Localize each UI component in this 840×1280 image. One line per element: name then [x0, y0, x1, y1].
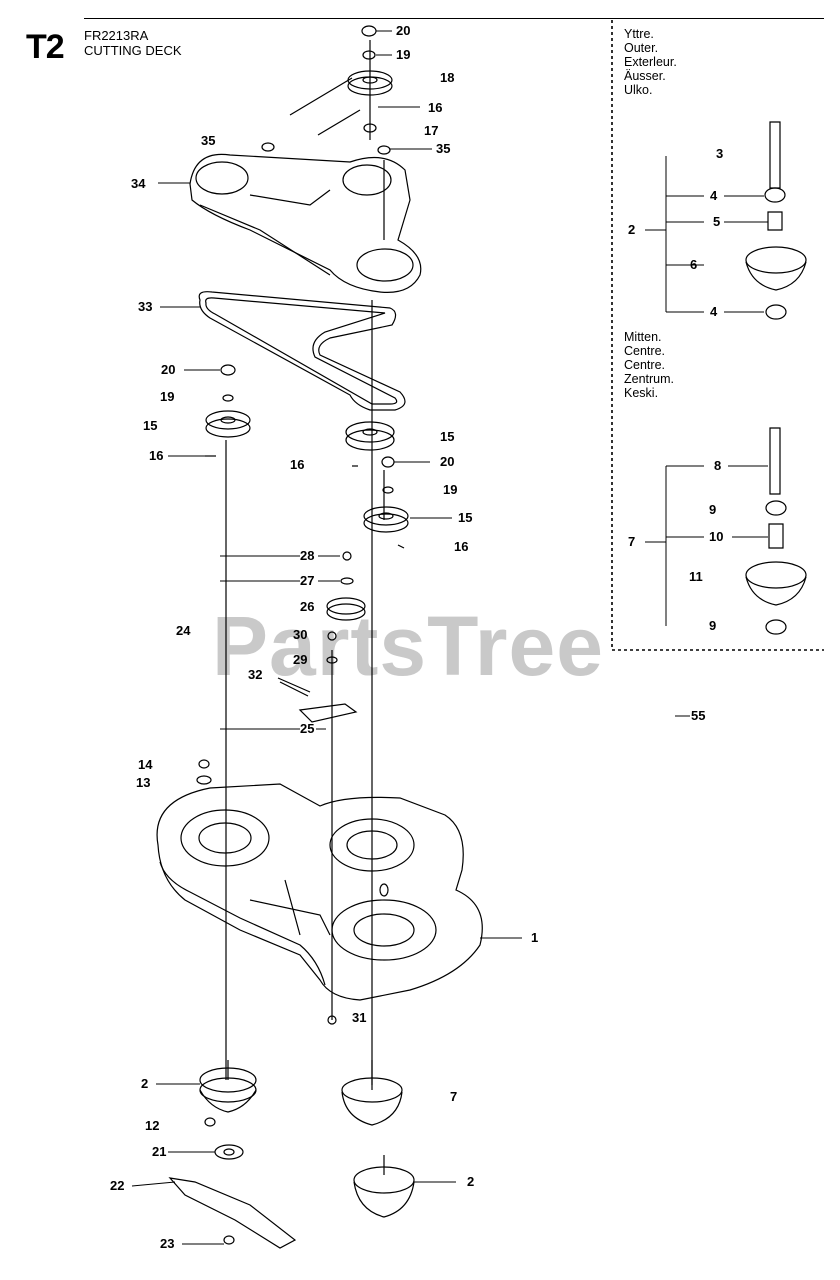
left-spindle-blade — [168, 1060, 297, 1249]
callout-34: 34 — [131, 176, 146, 191]
callout-2: 2 — [141, 1076, 149, 1091]
callout-14: 14 — [138, 757, 153, 772]
callout-55: 55 — [691, 708, 706, 723]
header-rule — [84, 18, 824, 19]
left-spindle-pulley — [205, 364, 251, 457]
lang-line: Outer. — [624, 41, 659, 55]
callout-27: 27 — [300, 573, 315, 588]
callout-29: 29 — [293, 652, 308, 667]
lang-line: Äusser. — [624, 69, 666, 83]
callout-16: 16 — [290, 457, 305, 472]
callout-15: 15 — [143, 418, 158, 433]
callout-11: 11 — [689, 569, 703, 584]
callout-7: 7 — [450, 1089, 458, 1104]
section-title: CUTTING DECK — [84, 43, 182, 58]
callout-4: 4 — [710, 304, 718, 319]
inset-border — [611, 20, 824, 651]
callout-21: 21 — [152, 1144, 167, 1159]
lang-line: Mitten. — [624, 330, 662, 344]
callout-16: 16 — [428, 100, 443, 115]
cutting-deck — [156, 783, 483, 1025]
lang-line: Zentrum. — [624, 372, 675, 386]
callout-1: 1 — [531, 930, 539, 945]
drive-belt — [198, 291, 406, 411]
callout-35: 35 — [436, 141, 451, 156]
callout-30: 30 — [293, 627, 308, 642]
callout-8: 8 — [714, 458, 722, 473]
right-spindle — [353, 1155, 415, 1218]
callout-16: 16 — [454, 539, 469, 554]
callout-7: 7 — [628, 534, 636, 549]
model-number: FR2213RA — [84, 28, 149, 43]
lang-line: Yttre. — [624, 27, 654, 41]
inset-spindle-7 — [745, 427, 807, 635]
callout-22: 22 — [110, 1178, 125, 1193]
callout-31: 31 — [352, 1010, 367, 1025]
callout-19: 19 — [443, 482, 458, 497]
top-idler-pulley — [289, 25, 393, 136]
callout-15: 15 — [458, 510, 473, 525]
callout-35: 35 — [201, 133, 216, 148]
callout-15: 15 — [440, 429, 455, 444]
section-code: T2 — [26, 28, 65, 66]
callout-18: 18 — [440, 70, 455, 85]
tensioner-parts — [196, 551, 366, 785]
callout-17: 17 — [424, 123, 439, 138]
callout-20: 20 — [440, 454, 455, 469]
callout-10: 10 — [709, 529, 724, 544]
language-list-center: Mitten. Centre. Centre. Zentrum. Keski. — [624, 330, 674, 400]
lang-line: Ulko. — [624, 83, 653, 97]
belt-cover — [189, 142, 422, 293]
callout-3: 3 — [716, 146, 724, 161]
inset-spindle-2 — [745, 121, 807, 320]
center-pulleys — [345, 421, 409, 549]
callout-32: 32 — [248, 667, 263, 682]
callout-23: 23 — [160, 1236, 175, 1251]
watermark: PartsTree — [212, 599, 604, 693]
callout-4: 4 — [710, 188, 718, 203]
lang-line: Keski. — [624, 386, 659, 400]
center-spindle — [341, 1060, 403, 1126]
callout-13: 13 — [136, 775, 151, 790]
callout-9: 9 — [709, 618, 717, 633]
callout-20: 20 — [396, 23, 411, 38]
language-list-outer: Yttre. Outer. Exterleur. Äusser. Ulko. — [624, 27, 677, 97]
lang-line: Centre. — [624, 358, 665, 372]
lang-line: Centre. — [624, 344, 665, 358]
callout-6: 6 — [690, 257, 698, 272]
callout-9: 9 — [709, 502, 717, 517]
hardware-kit-icon — [596, 697, 675, 734]
lang-line: Exterleur. — [624, 55, 677, 69]
callout-2: 2 — [628, 222, 636, 237]
callout-19: 19 — [160, 389, 175, 404]
callout-24: 24 — [176, 623, 191, 638]
callout-2: 2 — [467, 1174, 475, 1189]
callout-12: 12 — [145, 1118, 160, 1133]
callout-16: 16 — [149, 448, 164, 463]
callout-26: 26 — [300, 599, 315, 614]
callout-25: 25 — [300, 721, 315, 736]
callout-33: 33 — [138, 299, 153, 314]
callout-5: 5 — [713, 214, 721, 229]
callout-20: 20 — [161, 362, 176, 377]
callout-19: 19 — [396, 47, 411, 62]
callout-28: 28 — [300, 548, 315, 563]
